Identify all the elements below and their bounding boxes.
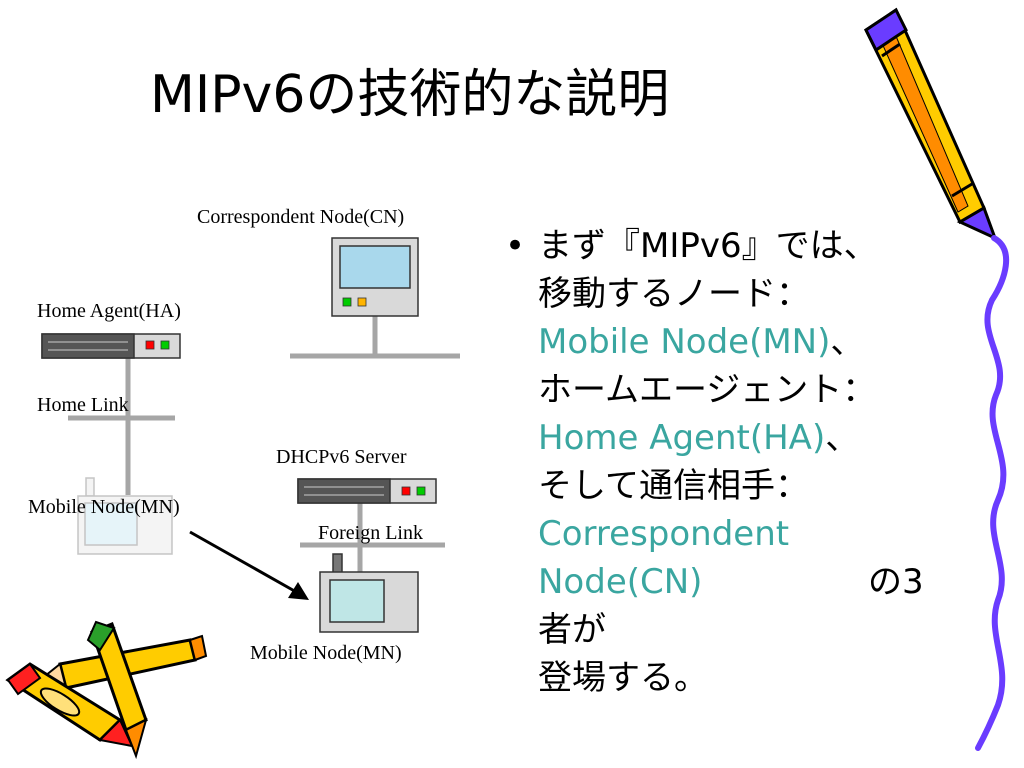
crossed-pencils-icon	[5, 620, 208, 760]
mn-foreign-label: Mobile Node(MN)	[250, 642, 402, 664]
bullet-list: • まず『MIPv6』では、 移動するノード： Mobile Node(MN)、…	[505, 222, 925, 702]
cn-pc-icon	[331, 237, 419, 317]
mn-home-label: Mobile Node(MN)	[28, 496, 180, 518]
cn-label: Correspondent Node(CN)	[197, 206, 405, 228]
dhcp-server-icon	[297, 478, 437, 504]
bullet-line-3: Mobile Node(MN)、	[538, 318, 925, 366]
bullet-line-8-suffix: の3者が	[538, 562, 924, 650]
bullet-line-7-8: Correspondent Node(CN)の3者が	[538, 510, 925, 654]
squiggle-line-icon	[975, 235, 1010, 751]
mn-home-laptop-icon	[77, 477, 173, 555]
term-home-agent: Home Agent(HA)	[538, 418, 826, 458]
ha-label: Home Agent(HA)	[37, 300, 181, 322]
bullet-line-2: 移動するノード：	[538, 274, 810, 314]
home-link-label: Home Link	[37, 394, 129, 416]
comma-1: 、	[830, 322, 865, 362]
term-mobile-node: Mobile Node(MN)	[538, 322, 831, 362]
slide-title: MIPv6の技術的な説明	[150, 65, 670, 125]
comma-2: 、	[825, 418, 860, 458]
term-correspondent-node: Correspondent Node(CN)	[538, 514, 790, 602]
bullet-item: • まず『MIPv6』では、 移動するノード： Mobile Node(MN)、…	[505, 222, 925, 702]
movement-arrow-icon	[189, 530, 309, 600]
mn-foreign-laptop-icon	[319, 553, 419, 633]
foreign-link-label: Foreign Link	[318, 522, 423, 544]
bullet-line-1: まず『MIPv6』では、	[538, 226, 878, 266]
bullet-line-4: ホームエージェント：	[538, 370, 877, 410]
dhcp-label: DHCPv6 Server	[276, 446, 407, 468]
ha-server-icon	[41, 333, 181, 359]
bullet-line-9: 登場する。	[538, 658, 708, 698]
bullet-line-6: そして通信相手：	[538, 466, 809, 506]
bullet-marker: •	[505, 226, 526, 266]
bullet-line-5: Home Agent(HA)、	[538, 414, 925, 462]
pencil-icon	[864, 7, 998, 241]
